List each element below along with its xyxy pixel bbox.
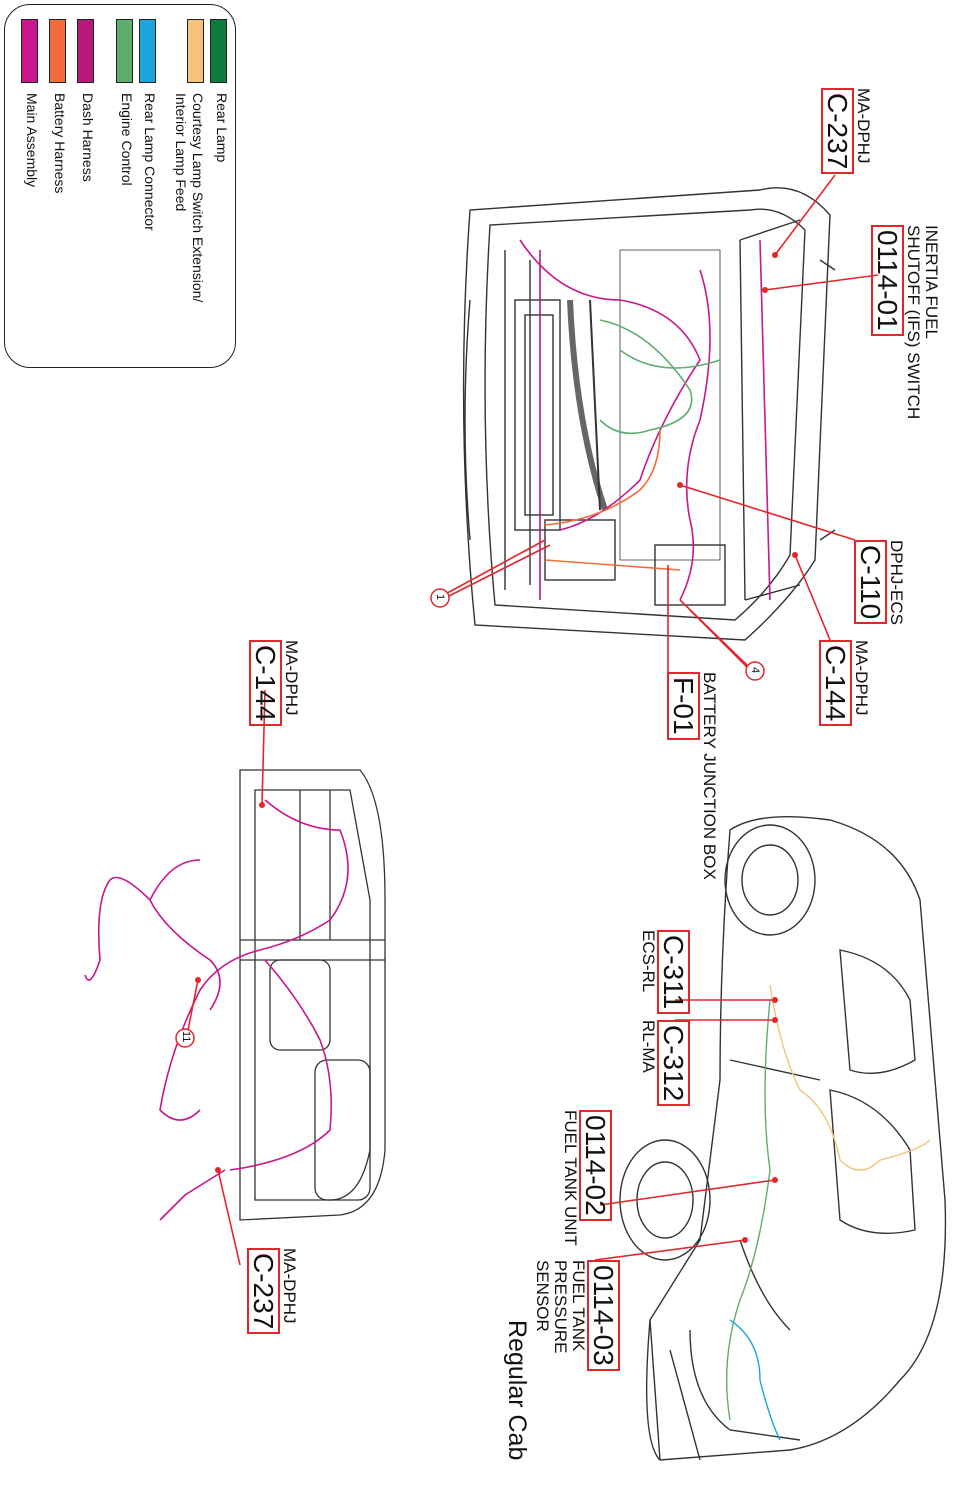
leader-lines [186, 174, 879, 1266]
cab-title: Regular Cab [503, 1320, 531, 1461]
legend-label-rear-lamp-connector: Rear Lamp Connector [142, 93, 158, 231]
label-fuel-tank-unit: 0114-02 FUEL TANK UNIT [561, 1110, 612, 1246]
label-name: ECS-RL [638, 930, 658, 993]
label-fuel-tank-pressure-sensor: 0114-03 FUEL TANK PRESSURE SENSOR [533, 1260, 620, 1371]
label-name: RL-MA [638, 1020, 658, 1073]
dash-panel-drawing [239, 769, 386, 1221]
label-name: MA-DPHJ [280, 1248, 299, 1324]
legend-swatch-rear-lamp [210, 19, 227, 83]
legend-label-courtesy-lamp: Courtesy Lamp Switch Extension/ [190, 93, 206, 303]
dash-harness [84, 799, 349, 1221]
label-code: F-01 [666, 672, 701, 740]
label-c110: DPHJ-ECS C-110 [853, 540, 906, 626]
label-c144-top: MA-DPHJ C-144 [818, 640, 871, 727]
label-name: MA-DPHJ [852, 640, 871, 716]
truck-drawing [619, 815, 947, 1461]
legend-label-battery-harness: Battery Harness [52, 93, 68, 194]
legend-swatch-dash-harness [77, 19, 94, 83]
engine-bay-drawing [462, 187, 836, 641]
label-code: C-312 [656, 1020, 690, 1107]
label-code: 0114-02 [578, 1110, 612, 1221]
callout-4: 4 [749, 667, 761, 674]
callout-1: 1 [434, 594, 446, 601]
legend-label-interior-lamp-feed: Interior Lamp Feed [173, 93, 189, 212]
truck-harness [725, 984, 931, 1441]
engine-bay-harness [519, 239, 771, 601]
label-name-line3: SENSOR [532, 1260, 552, 1332]
label-f01: BATTERY JUNCTION BOX F-01 [666, 672, 719, 880]
legend-swatch-engine-control [116, 19, 133, 83]
label-name-line1: FUEL TANK [568, 1260, 588, 1352]
label-name-line2: PRESSURE [550, 1260, 570, 1354]
label-ifs-switch: INERTIA FUEL SHUTOFF (IFS) SWITCH 0114-0… [870, 225, 941, 420]
legend-label-engine-control: Engine Control [119, 93, 135, 186]
label-c237-top: MA-DPHJ C-237 [820, 88, 873, 175]
label-code: C-110 [853, 540, 888, 625]
label-name-line1: INERTIA FUEL [922, 225, 941, 339]
legend-swatch-main-assembly [21, 19, 38, 83]
legend-label-dash-harness: Dash Harness [80, 93, 96, 182]
legend: Rear Lamp Courtesy Lamp Switch Extension… [4, 4, 236, 368]
label-c311: C-311 ECS-RL [638, 930, 690, 1015]
label-code: C-237 [246, 1248, 281, 1335]
label-code: C-237 [820, 88, 855, 175]
callout-circles [175, 588, 765, 1048]
label-name: MA-DPHJ [854, 88, 873, 164]
label-code: C-144 [818, 640, 853, 727]
label-c237-bottom: MA-DPHJ C-237 [246, 1248, 299, 1335]
legend-label-rear-lamp: Rear Lamp [214, 93, 230, 163]
label-name: DPHJ-ECS [887, 540, 906, 626]
label-code: 0114-03 [586, 1260, 620, 1371]
label-name-line2: SHUTOFF (IFS) SWITCH [904, 225, 924, 420]
label-name: BATTERY JUNCTION BOX [700, 672, 719, 880]
label-name: MA-DPHJ [282, 640, 301, 716]
legend-label-main-assembly: Main Assembly [24, 93, 40, 188]
label-code: C-144 [248, 640, 283, 727]
connector-dots [195, 252, 798, 1243]
label-c144-left: MA-DPHJ C-144 [248, 640, 301, 727]
callout-11: 11 [180, 1031, 192, 1043]
label-c312: C-312 RL-MA [638, 1020, 690, 1107]
label-regular-cab: Regular Cab [503, 1320, 531, 1461]
label-code: C-311 [656, 930, 690, 1015]
legend-swatch-rear-lamp-connector [139, 19, 156, 83]
label-name: FUEL TANK UNIT [560, 1110, 580, 1246]
legend-swatch-courtesy-lamp [187, 19, 204, 83]
label-code: 0114-01 [870, 225, 905, 336]
legend-swatch-battery-harness [49, 19, 66, 83]
